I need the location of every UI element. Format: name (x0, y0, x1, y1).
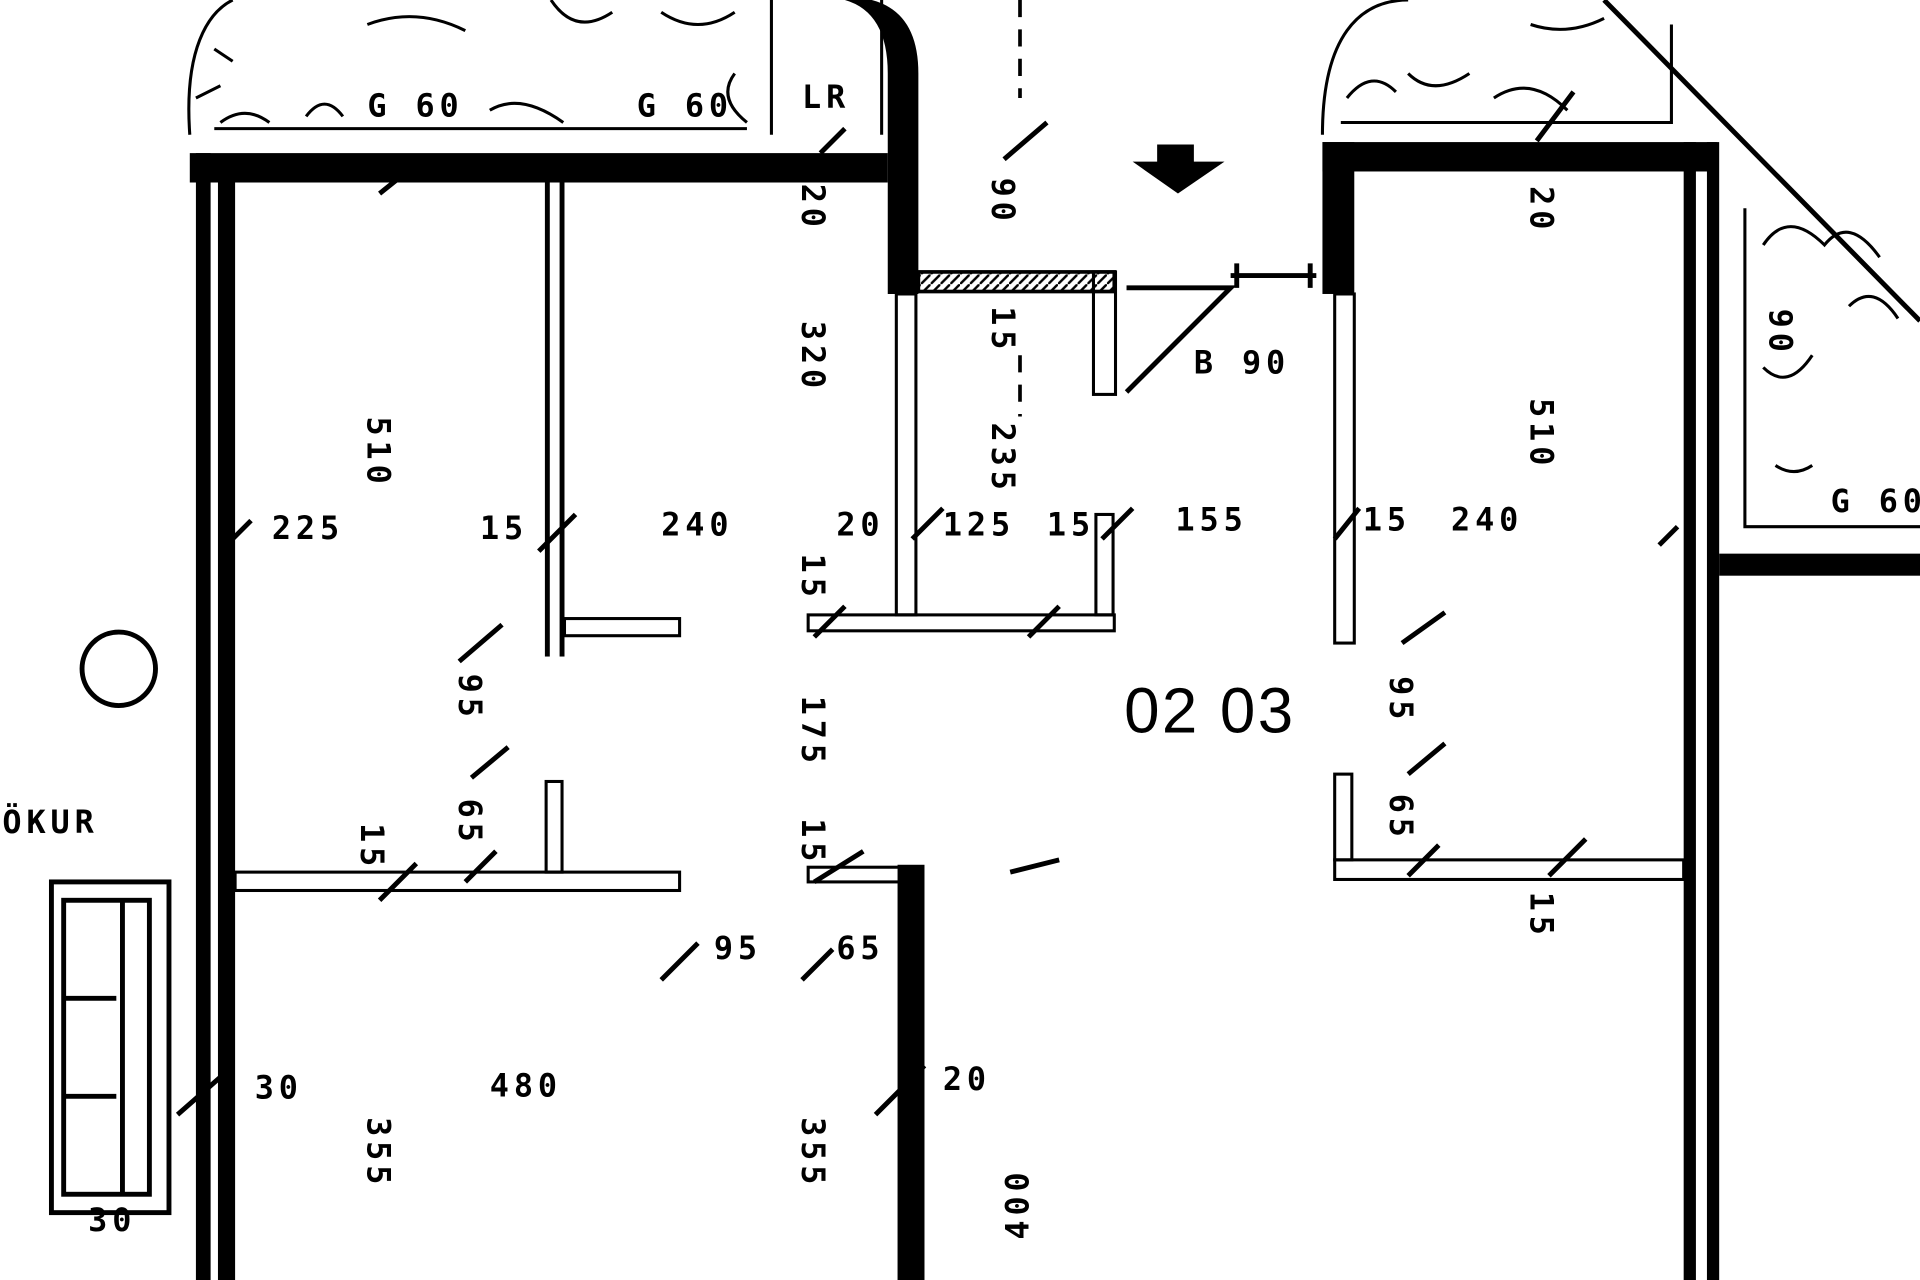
dimension-label: 240 (661, 505, 733, 543)
dimension-ticks (175, 90, 1680, 1117)
dimension-label: 30 (88, 1201, 136, 1239)
dimension-label: 15 (984, 306, 1022, 354)
balcony (916, 263, 1317, 396)
dimension-label: 510 (359, 416, 397, 488)
dimension-label: 15 (1523, 892, 1561, 940)
entrance-arrow-icon (1132, 144, 1225, 194)
dimension-label: 95 (1382, 676, 1420, 724)
area-label: G 60 (367, 86, 463, 124)
tree-circle (79, 629, 158, 708)
dimension-label: 235 (984, 423, 1022, 495)
bench (48, 879, 172, 1216)
dimension-label: 15 (353, 823, 391, 871)
area-label: LR (802, 78, 850, 116)
dimension-label: 15 (794, 818, 832, 866)
dimension-label: 90 (984, 178, 1022, 226)
walls-left-unit (189, 0, 1116, 1280)
dimensions-horizontal: 225 15 240 20 125 15 155 15 240 95 65 20… (255, 500, 1523, 1107)
dimension-label: 480 (490, 1066, 562, 1104)
dimension-label: 65 (836, 929, 884, 967)
dimension-label: 175 (794, 696, 832, 768)
dimension-label: 355 (794, 1117, 832, 1189)
area-label: B 90 (1194, 344, 1290, 382)
dimension-label: 95 (451, 674, 489, 722)
dimension-label: 240 (1451, 500, 1523, 538)
dimension-label: 65 (1382, 794, 1420, 842)
dimension-label: 20 (794, 184, 832, 232)
dimensions-vertical: 510 20 320 90 15 235 15 95 175 65 15 15 … (88, 178, 1799, 1240)
dimension-label: 20 (943, 1060, 991, 1098)
dimension-label: 20 (836, 505, 884, 543)
dimension-label: 400 (999, 1167, 1037, 1239)
dimension-label: 20 (1523, 186, 1561, 234)
dimension-label: 15 (1363, 500, 1411, 538)
dimension-label: 30 (255, 1069, 303, 1107)
area-label: G 60 (637, 86, 733, 124)
dimension-label: 355 (359, 1117, 397, 1189)
dimension-label: 125 (943, 505, 1015, 543)
vegetation-left (187, 0, 884, 135)
dimension-label: 90 (1761, 309, 1799, 357)
unit-number-label: 02 03 (1124, 675, 1296, 746)
dimension-label: 155 (1176, 500, 1248, 538)
street-label: ÖKUR (2, 803, 98, 841)
dimension-label: 320 (794, 321, 832, 393)
dimension-label: 95 (714, 929, 762, 967)
dimension-label: 510 (1523, 398, 1561, 470)
walls-right-unit (1322, 142, 1920, 1280)
dimension-label: 15 (794, 554, 832, 602)
vegetation-right (1320, 0, 1920, 529)
dimension-label: 15 (1047, 505, 1095, 543)
dimension-label: 15 (480, 509, 528, 547)
area-label: G 60 (1831, 482, 1920, 520)
dimension-label: 225 (272, 509, 344, 547)
dimension-label: 65 (451, 799, 489, 847)
